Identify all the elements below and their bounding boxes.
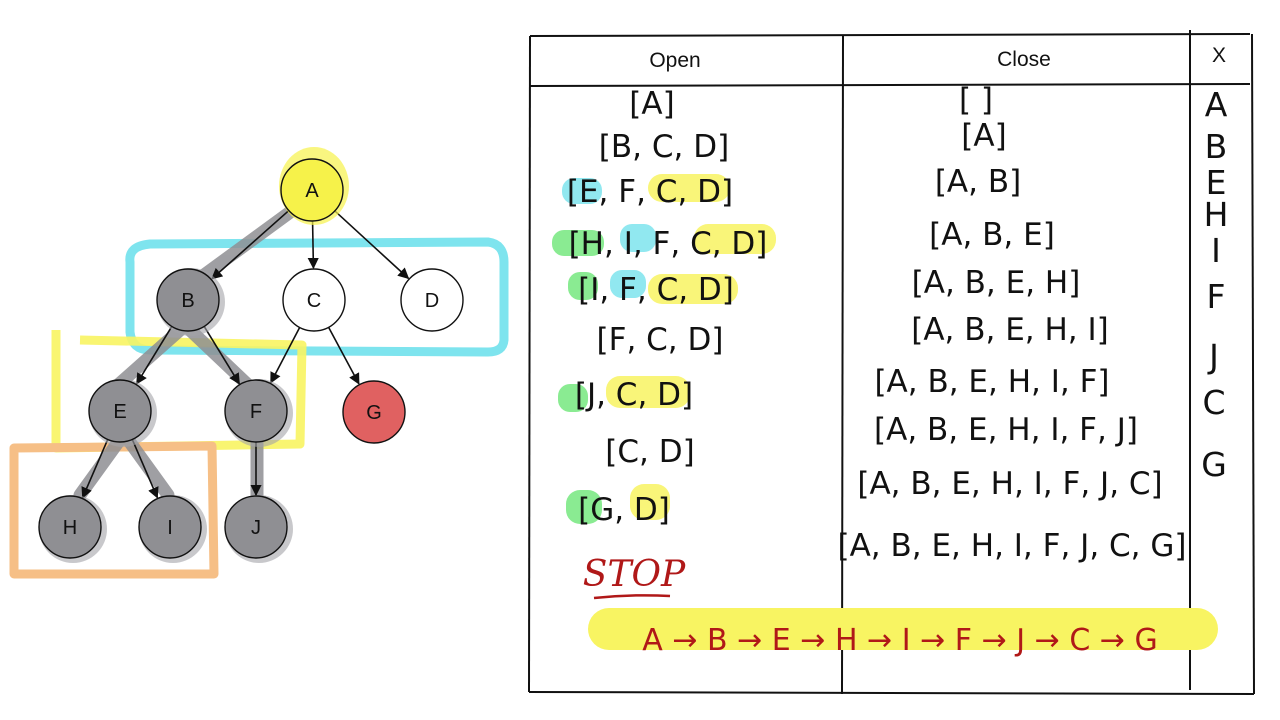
x-row: E [1206,163,1227,202]
x-row: C [1202,383,1225,422]
traversal-path-sequence: A → B → E → H → I → F → J → C → G [642,623,1157,658]
edge-A-D [334,210,410,280]
close-column-rows: [ ] [A] [A, B] [A, B, E] [A, B, E, H] [A… [837,82,1186,564]
open-close-table [528,30,1255,695]
close-row: [A, B, E, H] [912,265,1081,301]
open-row: [J, C, D] [575,377,693,413]
close-row: [A, B, E, H, I, F, J, C, G] [837,528,1186,564]
edge-B-E [136,326,173,385]
edge-C-G [327,326,360,385]
open-column-highlights [552,174,776,524]
node-label: D [425,290,439,312]
node-circle [400,268,464,332]
node-label: H [63,517,77,539]
edge-A-B [211,209,290,280]
edge-E-H [81,439,109,499]
node-circle [224,495,288,559]
node-J: J [224,495,293,563]
edge-C-F [270,327,301,384]
open-row: [E, F, C, D] [567,174,733,210]
node-circle [280,158,344,222]
node-label: B [181,290,194,312]
open-row: [B, C, D] [599,129,729,165]
edge-E-I [131,439,159,499]
node-label: E [113,401,126,423]
close-column-header: Close [997,48,1051,71]
node-circle [224,379,288,443]
node-label: I [167,517,173,539]
close-row: [A, B, E, H, I, F, J] [874,412,1138,448]
edge-B-F [203,326,240,385]
open-row: [F, C, D] [597,322,724,358]
node-circle [156,268,220,332]
x-row: H [1204,195,1229,234]
x-row: J [1207,337,1219,376]
open-row: [C, D] [605,434,694,470]
x-column-rows: A B E H I F J C G [1201,85,1228,484]
tree-edges [81,209,410,499]
node-label: C [307,290,321,312]
node-C: C [282,268,346,332]
x-row: B [1205,127,1228,166]
cyan-frontier-box [125,237,509,357]
path-highlight-band [588,608,1218,650]
close-row: [A] [961,118,1006,154]
x-row: G [1201,445,1227,484]
open-row: [H, I, F, C, D] [569,226,768,262]
open-column-header: Open [649,49,700,72]
x-row: I [1211,231,1221,270]
node-circle [88,379,152,443]
node-D: D [400,268,464,332]
node-E: E [88,379,157,447]
node-label: J [251,517,261,539]
orange-frontier-box [9,441,219,579]
close-row: [A, B, E, H, I] [911,312,1109,348]
x-column-header: X [1212,44,1226,67]
node-circle [282,268,346,332]
tree-nodes: A B C D E F G H I J [38,147,464,563]
node-label: A [305,180,319,202]
close-row: [A, B, E, H, I, F] [874,364,1109,400]
stop-label: STOP [583,554,686,595]
close-row: [A, B] [935,164,1021,200]
x-row: A [1205,85,1228,124]
node-label: F [250,401,262,423]
node-label: G [366,402,382,424]
yellow-frontier-box [51,330,307,453]
node-B: B [156,268,225,336]
node-H: H [38,495,107,563]
open-row: [A] [629,86,674,122]
close-row: [A, B, E] [929,217,1055,253]
node-F: F [224,379,293,447]
node-G: G [342,380,406,444]
node-circle [138,495,202,559]
close-row: [ ] [959,82,993,118]
open-row: [I, F, C, D] [578,272,734,308]
node-circle [38,495,102,559]
edge-A-C [307,220,319,270]
node-A: A [279,147,349,225]
node-circle [342,380,406,444]
node-I: I [138,495,207,563]
stop-underline [593,594,671,600]
open-column-rows: [A] [B, C, D] [E, F, C, D] [H, I, F, C, … [567,86,768,528]
x-row: F [1207,277,1226,316]
open-row: [G, D] [578,492,670,528]
close-row: [A, B, E, H, I, F, J, C] [857,466,1162,502]
